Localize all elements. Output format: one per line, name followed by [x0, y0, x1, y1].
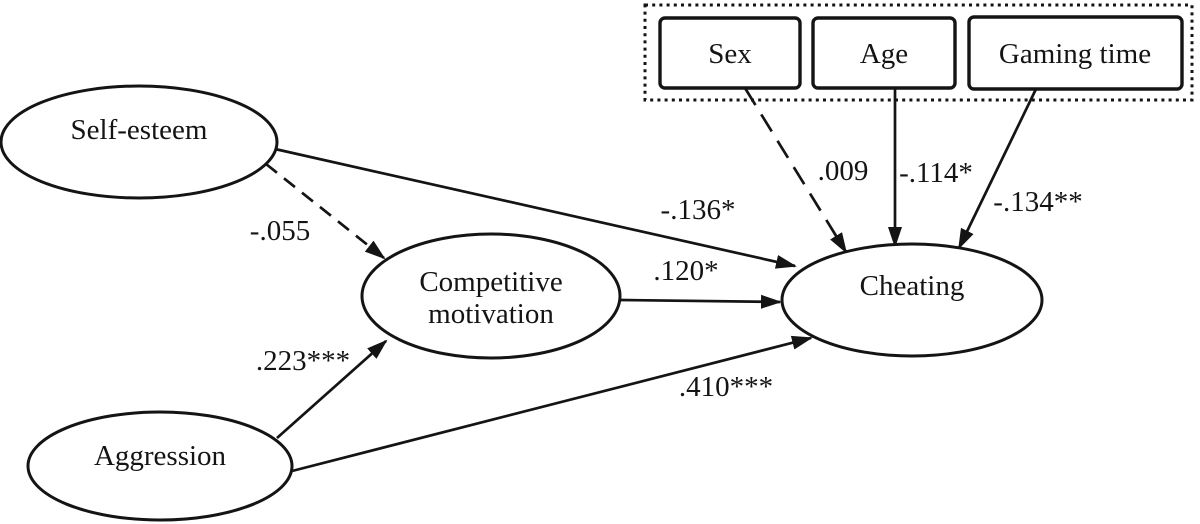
cheating-label: Cheating	[860, 270, 965, 302]
path-aggression-to-competitive-motivation	[276, 339, 388, 440]
competitive-motivation-label-line1: Competitive	[419, 266, 562, 298]
path-arrows	[265, 87, 1038, 473]
covariates-panel: Sex Age Gaming time	[643, 3, 1194, 102]
covariate-box-age	[811, 16, 957, 90]
path-competitive-motivation-to-cheating	[620, 294, 782, 309]
covariate-label-gaming-time: Gaming time	[999, 38, 1151, 70]
coef-aggression-to-cheating: .410***	[679, 371, 773, 403]
cheating-node	[780, 242, 1044, 358]
path-gaming-time-to-cheating	[957, 88, 1038, 250]
self-esteem-label: Self-esteem	[71, 114, 208, 146]
aggression-label: Aggression	[94, 440, 227, 472]
competitive-motivation-node	[360, 232, 622, 360]
path-self-esteem-to-cheating	[274, 147, 797, 269]
coef-aggression-to-competitive-motivation: .223***	[256, 345, 350, 377]
coef-sex-to-cheating: .009	[818, 155, 869, 187]
self-esteem-node	[0, 84, 279, 200]
latent-nodes: Self-esteem Aggression Competitive motiv…	[0, 84, 1044, 522]
aggression-node	[26, 410, 294, 522]
path-self-esteem-to-competitive-motivation	[265, 162, 386, 260]
competitive-motivation-label-line2: motivation	[428, 298, 554, 330]
coef-competitive-motivation-to-cheating: .120*	[653, 255, 718, 287]
path-sex-to-cheating	[743, 87, 848, 254]
covariate-label-sex: Sex	[708, 38, 752, 70]
coef-self-esteem-to-competitive-motivation: -.055	[250, 215, 310, 247]
coef-self-esteem-to-cheating: -.136*	[661, 194, 736, 226]
path-aggression-to-cheating	[291, 335, 813, 473]
coef-age-to-cheating: -.114*	[899, 157, 973, 189]
covariate-box-gaming-time	[967, 15, 1184, 91]
coefficient-labels: -.136* -.055 .223*** .410*** .120* .009 …	[250, 155, 1083, 403]
covariate-box-sex	[658, 16, 802, 90]
coef-gaming-time-to-cheating: -.134**	[993, 186, 1082, 218]
covariate-label-age: Age	[860, 38, 908, 70]
covariates-dotted-frame	[643, 3, 1194, 102]
